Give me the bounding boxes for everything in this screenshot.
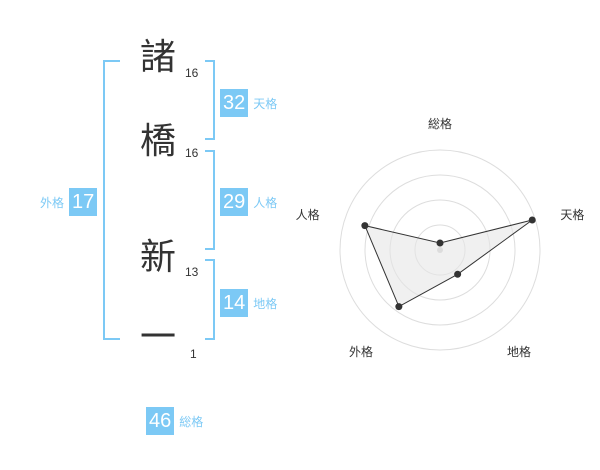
radar-point-0: [436, 239, 444, 247]
radar-axis-label-4: 人格: [296, 207, 320, 222]
soukaku-value: 46: [146, 407, 175, 435]
radar-point-3: [395, 303, 403, 311]
stroke-count-2: 16: [185, 146, 199, 160]
tenkaku-value: 32: [220, 89, 249, 117]
jinkaku-label: 人格: [253, 195, 278, 210]
radar-point-2: [454, 270, 462, 278]
chikaku-badge: 14 地格: [220, 289, 277, 317]
gaikaku-badge: 外格 17: [40, 188, 98, 216]
chikaku-value: 14: [220, 289, 249, 317]
radar-axis-label-2: 地格: [507, 344, 531, 359]
stroke-count-1: 16: [185, 66, 199, 80]
tenkaku-label: 天格: [253, 96, 278, 111]
tenkaku-bracket: [205, 60, 215, 140]
radar-axis-label-0: 総格: [428, 116, 452, 131]
radar-point-1: [528, 216, 536, 224]
jinkaku-bracket: [205, 150, 215, 250]
name-char-1: 諸: [139, 37, 176, 78]
stroke-count-3: 13: [185, 265, 199, 279]
radar-ring-3: [364, 174, 516, 326]
gaikaku-label: 外格: [40, 195, 65, 210]
chikaku-label: 地格: [253, 296, 278, 311]
radar-axis-label-1: 天格: [560, 207, 584, 222]
jinkaku-badge: 29 人格: [220, 188, 277, 216]
gaikaku-value: 17: [69, 188, 98, 216]
chikaku-bracket: [205, 259, 215, 340]
name-char-2: 橋: [139, 121, 176, 162]
radar-ring-4: [339, 149, 541, 351]
name-char-4: 一: [139, 317, 176, 358]
name-char-3: 新: [139, 237, 176, 278]
radar-axis-label-3: 外格: [349, 344, 373, 359]
soukaku-badge: 46 総格: [146, 407, 203, 435]
jinkaku-value: 29: [220, 188, 249, 216]
radar-point-4: [361, 222, 369, 230]
radar-series-polygon: [364, 219, 533, 308]
stroke-count-4: 1: [190, 347, 197, 361]
soukaku-label: 総格: [179, 414, 204, 429]
gaikaku-bracket: [103, 60, 120, 340]
tenkaku-badge: 32 天格: [220, 89, 277, 117]
